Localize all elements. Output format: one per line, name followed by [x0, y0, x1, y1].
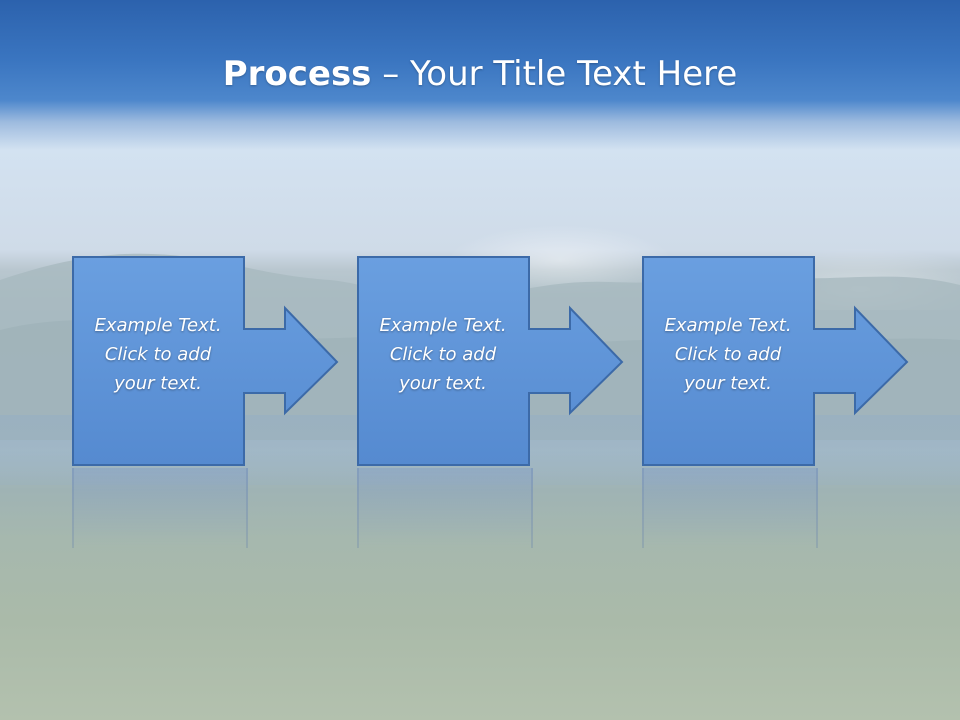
arrow-box-shape [72, 256, 339, 466]
arrow-box-shape [357, 256, 624, 466]
trees-foreground [0, 460, 960, 720]
step-text[interactable]: Example Text. Click to add your text. [94, 315, 222, 394]
process-step-3[interactable]: Example Text. Click to add your text. [642, 256, 960, 548]
process-step-1[interactable]: Example Text. Click to add your text. [72, 256, 412, 548]
arrow-box-shape [642, 256, 909, 466]
slide-title[interactable]: Process – Your Title Text Here [0, 52, 960, 96]
step-reflection [357, 468, 533, 548]
step-reflection [72, 468, 248, 548]
title-bold: Process [222, 54, 372, 94]
title-banner [0, 0, 960, 150]
step-text[interactable]: Example Text. Click to add your text. [379, 315, 507, 394]
step-text[interactable]: Example Text. Click to add your text. [664, 315, 792, 394]
step-reflection [642, 468, 818, 548]
process-step-2[interactable]: Example Text. Click to add your text. [357, 256, 697, 548]
title-rest: – Your Title Text Here [371, 54, 738, 94]
